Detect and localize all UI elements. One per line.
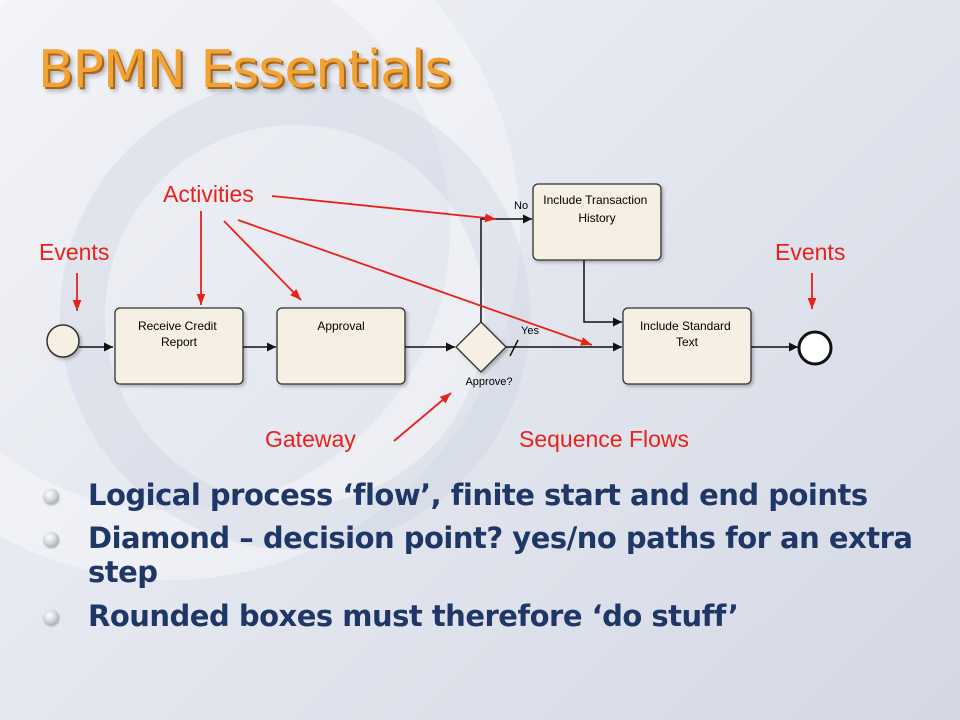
activity-include-transaction-history: Include Transaction History xyxy=(532,183,662,261)
bullet-text: Logical process ‘flow’, finite start and… xyxy=(88,478,868,512)
activity-approval: Approval xyxy=(276,307,406,385)
svg-text:Include Transaction Hi: Include Transaction History xyxy=(543,193,650,225)
bullet-item: Rounded boxes must therefore ‘do stuff’ xyxy=(40,599,940,633)
default-flow-slash xyxy=(509,339,519,357)
callout-gateway: Gateway xyxy=(265,426,356,452)
callout-arrow xyxy=(271,195,497,223)
flow-label-yes: Yes xyxy=(521,325,539,337)
svg-text:Approval: Approval xyxy=(317,319,364,333)
svg-text:Include Standard Text: Include Standard Text xyxy=(640,319,734,349)
callout-events-right: Events xyxy=(775,239,845,265)
activity-label: Include Standard xyxy=(640,319,731,333)
bullet-icon xyxy=(44,609,59,625)
bullet-item: Diamond – decision point? yes/no paths f… xyxy=(40,521,940,589)
activity-label: Approval xyxy=(317,319,364,333)
sequence-flow-no xyxy=(480,214,532,322)
bullet-icon xyxy=(44,489,59,504)
activity-label: Include Transaction xyxy=(543,193,647,207)
activity-label: Text xyxy=(676,335,699,349)
callout-activities: Activities xyxy=(163,181,254,207)
bullet-text: Rounded boxes must therefore ‘do stuff’ xyxy=(88,598,739,633)
bullet-list: Logical process ‘flow’, finite start and… xyxy=(40,478,940,642)
start-event xyxy=(46,324,80,358)
gateway-label: Approve? xyxy=(465,376,512,388)
callout-events-left: Events xyxy=(39,239,109,265)
activity-label: History xyxy=(578,211,615,225)
activity-receive-credit-report: Receive Credit Report xyxy=(114,307,244,385)
activity-include-standard-text: Include Standard Text xyxy=(622,307,752,385)
bullet-item: Logical process ‘flow’, finite start and… xyxy=(40,478,940,512)
sequence-flow xyxy=(583,260,622,327)
bpmn-diagram: Receive Credit Report Approval Approve? … xyxy=(39,181,845,452)
slide-title: BPMN Essentials xyxy=(38,40,452,100)
callout-arrow xyxy=(237,219,593,346)
end-event xyxy=(797,330,833,366)
callout-arrow xyxy=(223,220,302,301)
svg-text:Receive Credit Report: Receive Credit Report xyxy=(138,319,220,349)
activity-label: Report xyxy=(161,335,198,349)
bullet-text: Diamond – decision point? yes/no paths f… xyxy=(88,521,913,590)
callout-arrow xyxy=(393,392,452,442)
activity-label: Receive Credit xyxy=(138,319,217,333)
callout-sequence-flows: Sequence Flows xyxy=(519,426,689,452)
gateway-approve: Approve? xyxy=(455,321,513,388)
bullet-icon xyxy=(44,532,59,548)
flow-label-no: No xyxy=(514,200,528,212)
